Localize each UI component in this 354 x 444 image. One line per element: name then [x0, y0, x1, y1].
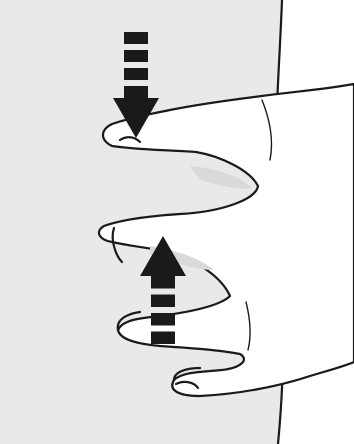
down-arrow-segment	[124, 50, 148, 62]
down-arrow-segment	[124, 32, 148, 44]
up-arrow-segment	[151, 276, 175, 289]
up-arrow-segment	[151, 332, 175, 345]
down-arrow-segment	[124, 68, 148, 80]
up-arrow-segment	[151, 295, 175, 308]
down-arrow-segment	[124, 86, 148, 98]
up-arrow-segment	[151, 313, 175, 326]
